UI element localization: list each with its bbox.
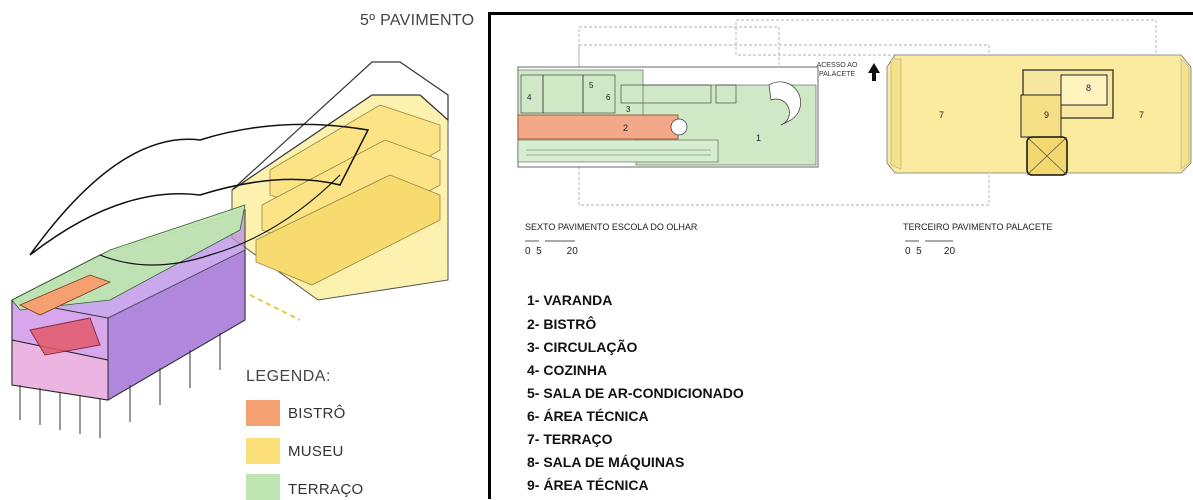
plan-room-number: 8 [1086, 83, 1092, 93]
plan-caption-right: TERCEIRO PAVIMENTO PALACETE [903, 222, 1053, 232]
isometric-building-diagram [11, 61, 449, 438]
access-label: ACESSO AO PALACETE [816, 62, 858, 78]
plan-room-number: 7 [1139, 110, 1145, 120]
legend-swatch-terraco [246, 474, 280, 500]
plan-caption-left: SEXTO PAVIMENTO ESCOLA DO OLHAR [525, 222, 698, 232]
legend-swatch-bistro [246, 400, 280, 426]
floor-plan-panel: 4 2 3 5 6 1 7 7 8 9 ACESSO AO PALACETE S… [488, 12, 1193, 499]
legend-title: LEGENDA: [246, 368, 331, 385]
legend-label-terraco: TERRAÇO [288, 481, 364, 498]
room-list-item: 5- SALA DE AR-CONDICIONADO [527, 385, 744, 401]
room-list-item: 8- SALA DE MÁQUINAS [527, 454, 685, 470]
museum-block [231, 61, 449, 301]
legend-label-museu: MUSEU [288, 443, 344, 460]
plan-room-number: 6 [606, 93, 611, 102]
scale-bar-right [905, 240, 953, 242]
plan-room-number: 4 [527, 93, 532, 102]
legend-swatch-museu [246, 438, 280, 464]
floor-plans [517, 19, 1192, 206]
room-list-item: 1- VARANDA [527, 292, 613, 308]
room-list-item: 9- ÁREA TÉCNICA [527, 477, 649, 493]
room-list-item: 7- TERRAÇO [527, 431, 613, 447]
plan-sexto-pavimento [517, 66, 819, 168]
plan-room-number: 2 [623, 123, 629, 133]
scale-text-left: 0 5 20 [525, 246, 578, 257]
room-list-item: 4- COZINHA [527, 362, 608, 378]
main-block [11, 204, 301, 438]
plan-room-number: 5 [589, 81, 594, 90]
plan-room-number: 3 [626, 105, 631, 114]
plan-room-number: 9 [1044, 110, 1050, 120]
plan-room-number: 7 [939, 110, 945, 120]
room-list-item: 6- ÁREA TÉCNICA [527, 408, 649, 424]
scale-text-right: 0 5 20 [905, 246, 956, 257]
plan-room-number: 1 [756, 133, 762, 143]
page-title: 5º PAVIMENTO [360, 12, 475, 29]
room-list-item: 3- CIRCULAÇÃO [527, 339, 638, 355]
plan-terceiro-pavimento [886, 54, 1192, 176]
access-arrow-icon [868, 63, 880, 81]
room-list-item: 2- BISTRÔ [527, 316, 597, 332]
roof-outline [29, 123, 370, 256]
scale-bar-left [525, 240, 575, 242]
legend-label-bistro: BISTRÔ [288, 405, 346, 422]
